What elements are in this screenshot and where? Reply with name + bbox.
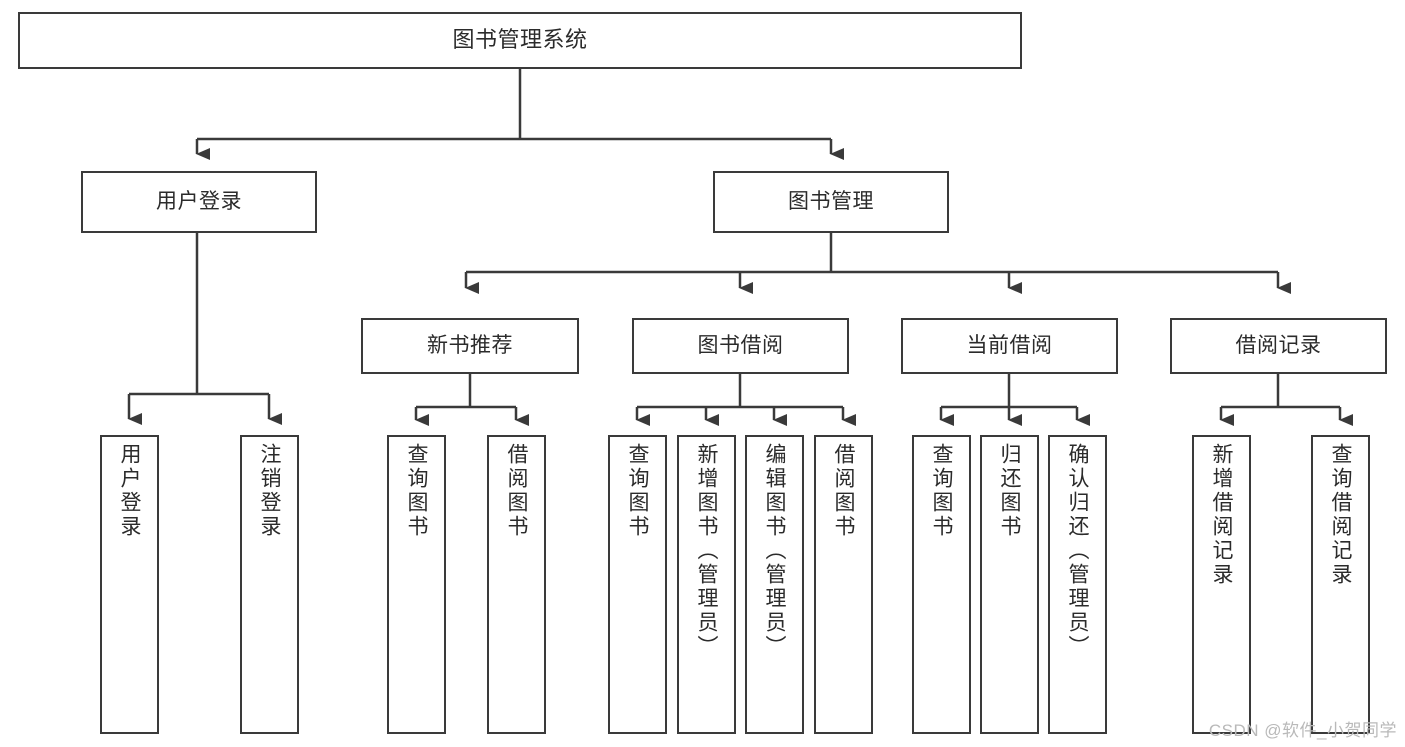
node-book-management[interactable]: 图书管理 [713, 171, 949, 233]
node-new-book-recommendation[interactable]: 新书推荐 [361, 318, 579, 374]
node-label: 查询借阅记录 [1329, 443, 1352, 587]
node-book-borrowing[interactable]: 图书借阅 [632, 318, 849, 374]
leaf-add-book-admin[interactable]: 新增图书（管理员） [677, 435, 736, 734]
node-borrowing-record[interactable]: 借阅记录 [1170, 318, 1387, 374]
node-label: 查询图书 [626, 443, 649, 539]
node-user-login[interactable]: 用户登录 [81, 171, 317, 233]
leaf-query-book-borrow[interactable]: 查询图书 [608, 435, 667, 734]
node-label: 借阅图书 [505, 443, 528, 539]
node-label: 图书管理 [788, 190, 874, 214]
node-label: 新书推荐 [427, 334, 513, 358]
watermark-text: CSDN @软件_小贺同学 [1208, 721, 1397, 740]
node-label: 查询图书 [930, 443, 953, 539]
node-current-borrowing[interactable]: 当前借阅 [901, 318, 1118, 374]
node-label: 当前借阅 [966, 334, 1053, 358]
node-label: 编辑图书（管理员） [763, 443, 786, 659]
node-label: 借阅记录 [1235, 334, 1322, 358]
node-label: 确认归还（管理员） [1066, 443, 1089, 659]
leaf-query-book-current[interactable]: 查询图书 [912, 435, 971, 734]
node-label: 用户登录 [118, 443, 141, 539]
node-label: 图书借阅 [697, 334, 784, 358]
node-label: 归还图书 [998, 443, 1021, 539]
node-label: 查询图书 [405, 443, 428, 539]
node-root-book-management-system[interactable]: 图书管理系统 [18, 12, 1022, 69]
leaf-borrow-book[interactable]: 借阅图书 [814, 435, 873, 734]
leaf-user-login[interactable]: 用户登录 [100, 435, 159, 734]
leaf-edit-book-admin[interactable]: 编辑图书（管理员） [745, 435, 804, 734]
leaf-return-book[interactable]: 归还图书 [980, 435, 1039, 734]
leaf-query-borrow-record[interactable]: 查询借阅记录 [1311, 435, 1370, 734]
node-label: 新增图书（管理员） [695, 443, 718, 659]
node-label: 新增借阅记录 [1210, 443, 1233, 587]
node-label: 注销登录 [258, 443, 281, 539]
node-label: 借阅图书 [832, 443, 855, 539]
node-label: 用户登录 [156, 190, 242, 214]
leaf-confirm-return-admin[interactable]: 确认归还（管理员） [1048, 435, 1107, 734]
leaf-logout[interactable]: 注销登录 [240, 435, 299, 734]
leaf-query-book-newbook[interactable]: 查询图书 [387, 435, 446, 734]
leaf-borrow-book-newbook[interactable]: 借阅图书 [487, 435, 546, 734]
leaf-add-borrow-record[interactable]: 新增借阅记录 [1192, 435, 1251, 734]
node-label: 图书管理系统 [452, 27, 588, 53]
